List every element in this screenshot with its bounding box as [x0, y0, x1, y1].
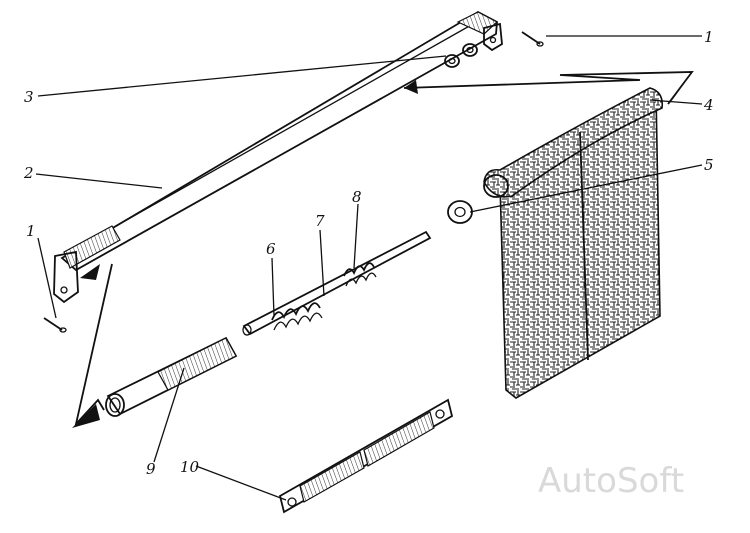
flat-strip — [278, 398, 454, 514]
callout-5: 5 — [704, 156, 714, 174]
callout-8: 8 — [352, 188, 362, 206]
nut — [447, 200, 473, 224]
mesh-filter-pad — [483, 87, 664, 399]
leader-2 — [35, 173, 163, 189]
callout-9: 9 — [146, 460, 156, 478]
callout-3: 3 — [24, 88, 34, 106]
spring-right — [343, 262, 377, 287]
sleeve-tube — [105, 336, 238, 417]
leader-3 — [37, 55, 447, 97]
cotter-pin-right — [521, 31, 544, 47]
watermark: AutoSoft — [538, 461, 684, 501]
callout-6: 6 — [266, 240, 276, 258]
assembly-arrow-right — [403, 70, 694, 106]
leader-1b — [37, 237, 57, 319]
leader-6 — [271, 257, 275, 317]
cotter-pin-left — [43, 317, 67, 333]
callout-7: 7 — [315, 212, 325, 230]
leader-8 — [353, 203, 359, 269]
leader-10 — [195, 465, 287, 501]
callout-labels: 1 1 2 3 4 5 6 7 8 9 10 — [23, 28, 714, 478]
leader-4 — [649, 99, 703, 105]
callout-2: 2 — [23, 164, 34, 182]
leader-7 — [319, 229, 325, 297]
lever-bar — [53, 10, 503, 304]
assembly-arrow-left — [72, 263, 113, 428]
callout-1a: 1 — [704, 28, 714, 46]
leader-5 — [469, 164, 703, 213]
callout-10: 10 — [180, 458, 200, 476]
leader-9 — [153, 367, 185, 463]
spring-shaft — [242, 230, 432, 336]
callout-4: 4 — [703, 96, 714, 114]
callout-1b: 1 — [26, 222, 36, 240]
spring-left — [271, 302, 323, 331]
leader-lines — [35, 35, 703, 501]
washer-set — [444, 43, 478, 68]
